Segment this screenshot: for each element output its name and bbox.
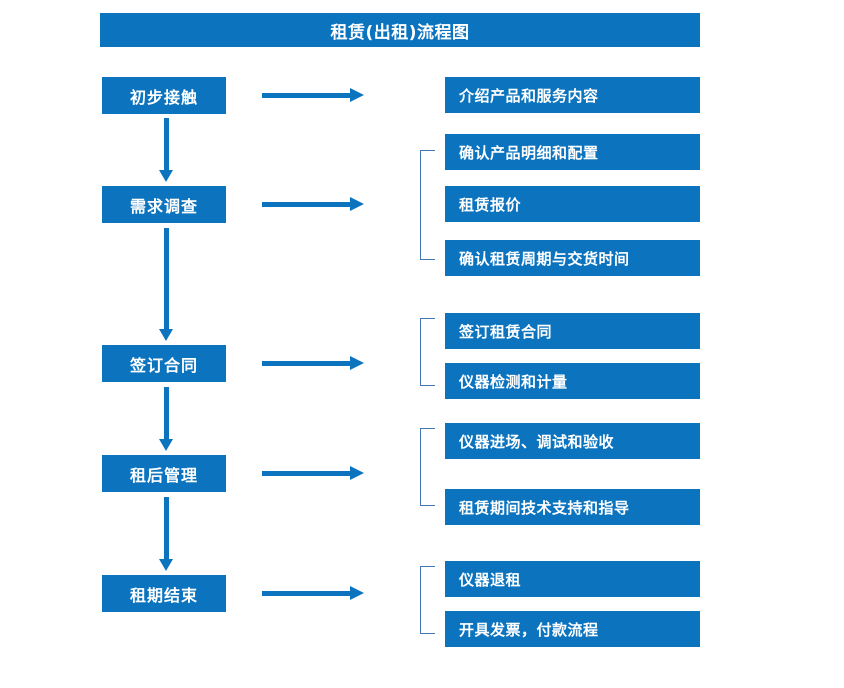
- arrow-shaft: [262, 471, 350, 476]
- detail-box-5[interactable]: 签订租赁合同: [445, 313, 700, 349]
- arrow-shaft: [262, 93, 350, 98]
- detail-arrow-right-4: [262, 466, 364, 480]
- detail-box-8[interactable]: 租赁期间技术支持和指导: [445, 489, 700, 525]
- arrow-head: [350, 197, 364, 211]
- group-bracket-1: [420, 150, 435, 260]
- arrow-head: [350, 88, 364, 102]
- arrow-head: [350, 356, 364, 370]
- arrow-head: [159, 439, 173, 451]
- detail-arrow-right-3: [262, 356, 364, 370]
- stage-box-2[interactable]: 需求调查: [102, 186, 226, 223]
- stage-box-4[interactable]: 租后管理: [102, 455, 226, 492]
- detail-box-4[interactable]: 确认租赁周期与交货时间: [445, 240, 700, 276]
- arrow-shaft: [164, 118, 169, 170]
- stage-box-1[interactable]: 初步接触: [102, 77, 226, 114]
- detail-box-9[interactable]: 仪器退租: [445, 561, 700, 597]
- arrow-shaft: [262, 591, 350, 596]
- group-bracket-3: [420, 428, 435, 506]
- arrow-shaft: [262, 202, 350, 207]
- arrow-shaft: [164, 387, 169, 439]
- arrow-head: [159, 170, 173, 182]
- detail-arrow-right-5: [262, 586, 364, 600]
- detail-arrow-right-2: [262, 197, 364, 211]
- group-bracket-2: [420, 318, 435, 386]
- detail-box-1[interactable]: 介绍产品和服务内容: [445, 77, 700, 113]
- flow-arrow-down-3: [159, 387, 173, 451]
- detail-box-6[interactable]: 仪器检测和计量: [445, 363, 700, 399]
- detail-box-2[interactable]: 确认产品明细和配置: [445, 134, 700, 170]
- arrow-shaft: [262, 361, 350, 366]
- detail-box-7[interactable]: 仪器进场、调试和验收: [445, 423, 700, 459]
- flow-arrow-down-1: [159, 118, 173, 182]
- arrow-head: [350, 586, 364, 600]
- detail-box-10[interactable]: 开具发票，付款流程: [445, 611, 700, 647]
- detail-arrow-right-1: [262, 88, 364, 102]
- arrow-head: [159, 329, 173, 341]
- page-title: 租赁(出租)流程图: [100, 13, 700, 47]
- stage-box-3[interactable]: 签订合同: [102, 345, 226, 382]
- arrow-shaft: [164, 228, 169, 329]
- arrow-head: [350, 466, 364, 480]
- stage-box-5[interactable]: 租期结束: [102, 575, 226, 612]
- group-bracket-4: [420, 566, 435, 634]
- flow-arrow-down-4: [159, 497, 173, 571]
- arrow-head: [159, 559, 173, 571]
- detail-box-3[interactable]: 租赁报价: [445, 186, 700, 222]
- flow-arrow-down-2: [159, 228, 173, 341]
- arrow-shaft: [164, 497, 169, 559]
